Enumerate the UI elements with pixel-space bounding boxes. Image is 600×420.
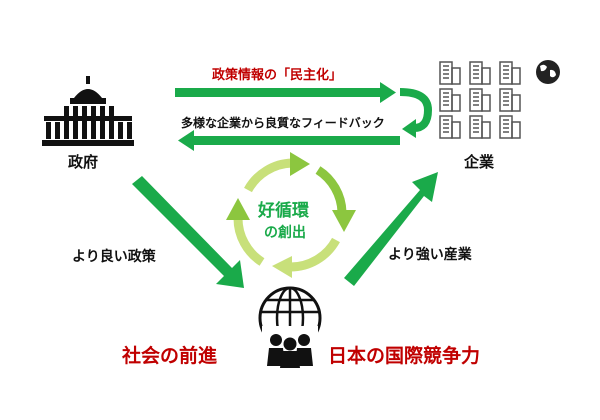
office-building-icon — [439, 61, 461, 85]
companies-label: 企業 — [464, 153, 495, 171]
world-globe-icon — [536, 60, 560, 84]
bottom-arrow — [178, 130, 400, 151]
government-building-icon — [42, 76, 134, 146]
outcome-right: 日本の国際競争力 — [328, 345, 481, 367]
office-building-icon — [499, 115, 521, 139]
top-arrow — [175, 82, 396, 103]
right-diagonal-label: より強い産業 — [388, 247, 472, 263]
office-building-icon — [499, 61, 521, 85]
office-building-icon — [439, 115, 461, 139]
right-diagonal-arrow — [344, 172, 438, 286]
cycle-subtitle: の創出 — [264, 225, 306, 241]
government-label: 政府 — [68, 153, 99, 171]
globe-people-icon — [258, 286, 322, 368]
office-building-icon — [469, 61, 491, 85]
return-curve-arrow — [399, 88, 433, 132]
top-arrow-label: 政策情報の「民主化」 — [212, 68, 343, 83]
office-building-icon — [469, 88, 491, 112]
left-diagonal-arrow — [132, 176, 244, 288]
office-building-icon — [499, 88, 521, 112]
cycle-title: 好循環 — [258, 201, 309, 221]
left-diagonal-label: より良い政策 — [72, 249, 156, 265]
outcome-left: 社会の前進 — [122, 345, 218, 367]
bottom-arrow-label: 多様な企業から良質なフィードバック — [181, 116, 385, 130]
return-curve-arrowhead — [402, 119, 416, 138]
office-building-icon — [469, 115, 491, 139]
company-buildings-icon — [439, 61, 521, 139]
office-building-icon — [439, 88, 461, 112]
cycle-arrows — [226, 152, 356, 278]
